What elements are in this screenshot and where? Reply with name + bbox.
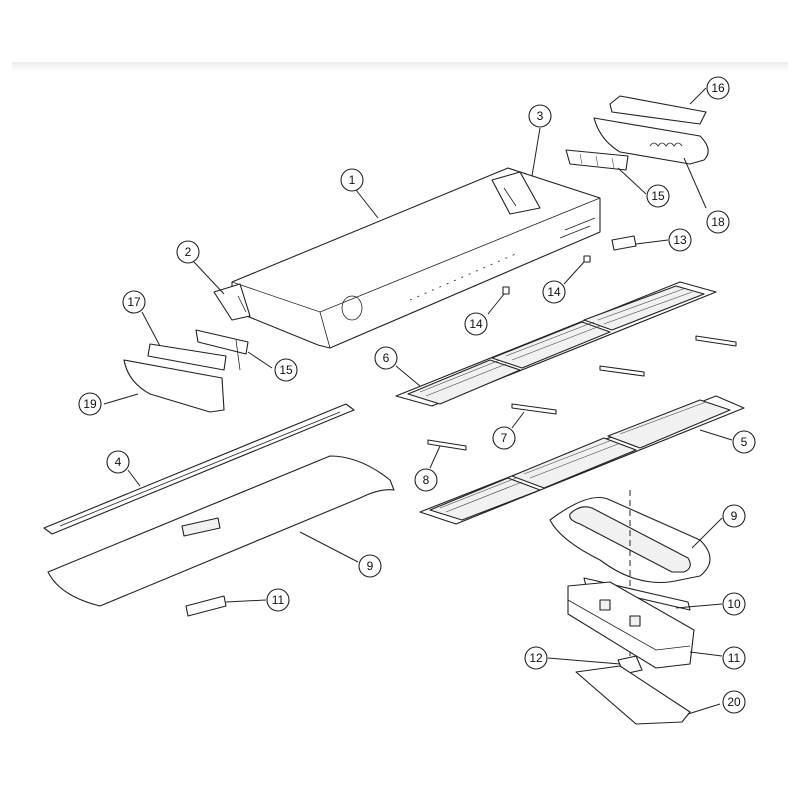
svg-text:15: 15 xyxy=(279,363,293,377)
svg-text:20: 20 xyxy=(727,695,741,709)
callout-15-left: 15 xyxy=(274,358,298,382)
svg-text:12: 12 xyxy=(529,651,543,665)
callout-1: 1 xyxy=(340,168,364,192)
svg-text:1: 1 xyxy=(349,173,356,187)
svg-text:14: 14 xyxy=(547,285,561,299)
top-divider xyxy=(12,62,788,72)
part-control-housing xyxy=(567,581,695,669)
svg-text:11: 11 xyxy=(272,593,285,607)
callout-17: 17 xyxy=(122,290,146,314)
part-strip-c xyxy=(511,403,557,415)
svg-text:9: 9 xyxy=(731,509,738,523)
callout-3: 3 xyxy=(528,104,552,128)
svg-text:6: 6 xyxy=(383,351,390,365)
svg-text:15: 15 xyxy=(651,189,665,203)
callout-13: 13 xyxy=(668,228,692,252)
part-end-cover xyxy=(593,117,709,165)
callout-11-left: 11 xyxy=(266,588,290,612)
callout-2: 2 xyxy=(176,240,200,264)
svg-text:2: 2 xyxy=(185,245,192,259)
callout-7: 7 xyxy=(492,426,516,450)
part-bracket-upper xyxy=(565,149,629,171)
svg-text:14: 14 xyxy=(469,317,483,331)
svg-text:8: 8 xyxy=(423,473,430,487)
part-display-panel xyxy=(549,496,711,583)
part-grille-lower xyxy=(419,395,745,525)
callout-16: 16 xyxy=(706,76,730,100)
svg-text:17: 17 xyxy=(127,295,141,309)
part-clip-a xyxy=(583,255,591,263)
callout-8: 8 xyxy=(414,468,438,492)
svg-text:16: 16 xyxy=(711,81,725,95)
part-small-bracket xyxy=(185,595,227,617)
part-grille-upper xyxy=(395,281,717,407)
part-strip-b xyxy=(599,365,645,377)
part-end-cap-upper xyxy=(609,95,707,125)
svg-text:7: 7 xyxy=(501,431,508,445)
callout-4: 4 xyxy=(106,450,130,474)
svg-text:19: 19 xyxy=(83,397,97,411)
callout-12: 12 xyxy=(524,646,548,670)
svg-text:5: 5 xyxy=(741,435,748,449)
callout-10: 10 xyxy=(722,592,746,616)
callout-15-right: 15 xyxy=(646,184,670,208)
callout-14-left: 14 xyxy=(464,312,488,336)
callout-9-left: 9 xyxy=(358,554,382,578)
svg-text:11: 11 xyxy=(728,651,741,665)
callout-11-right: 11 xyxy=(722,646,746,670)
callout-5: 5 xyxy=(732,430,756,454)
callout-19: 19 xyxy=(78,392,102,416)
leader-lines xyxy=(103,87,733,715)
part-strip-d xyxy=(427,439,467,451)
svg-text:18: 18 xyxy=(711,215,725,229)
callout-14-right: 14 xyxy=(542,280,566,304)
part-end-cap-left xyxy=(147,343,227,371)
svg-text:4: 4 xyxy=(115,455,122,469)
part-bracket-left xyxy=(195,329,249,371)
part-plate xyxy=(611,235,637,251)
svg-text:9: 9 xyxy=(367,559,374,573)
part-long-strip xyxy=(43,403,355,535)
part-front-panel xyxy=(47,455,395,607)
callout-20: 20 xyxy=(722,690,746,714)
svg-text:3: 3 xyxy=(537,109,544,123)
part-base-plate xyxy=(575,665,691,725)
callout-9-right: 9 xyxy=(722,504,746,528)
svg-text:13: 13 xyxy=(673,233,687,247)
part-housing xyxy=(213,167,601,349)
part-side-cover xyxy=(123,359,225,413)
svg-text:10: 10 xyxy=(727,597,741,611)
part-clip-b xyxy=(502,286,510,295)
callout-18: 18 xyxy=(706,210,730,234)
callout-6: 6 xyxy=(374,346,398,370)
part-strip-a xyxy=(695,335,737,347)
